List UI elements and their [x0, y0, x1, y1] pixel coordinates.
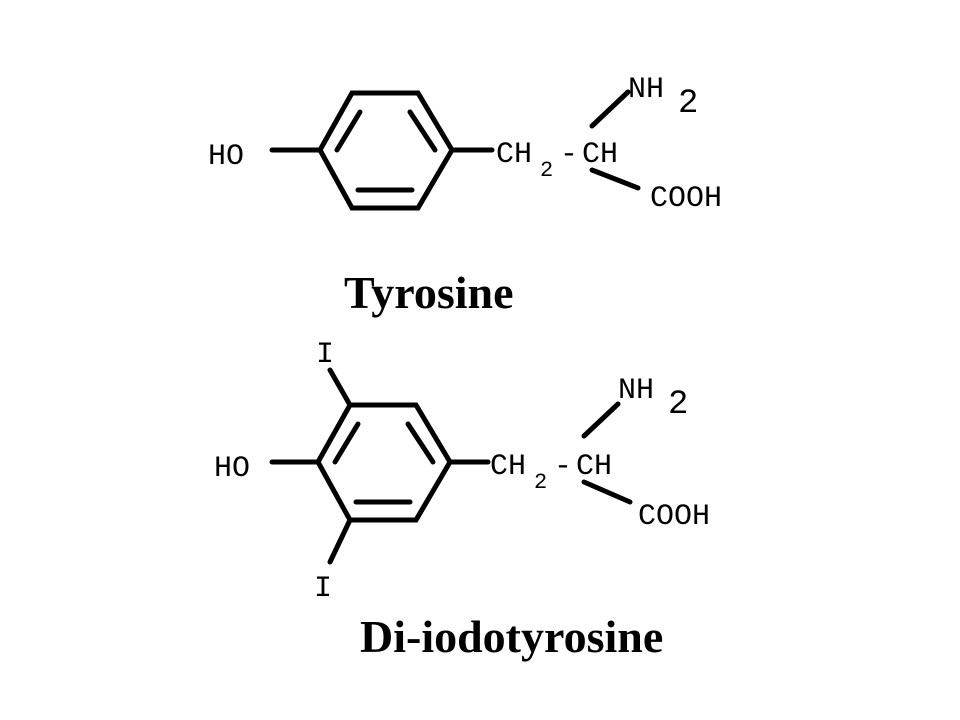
diiodotyrosine-iodine-bottom-label: I — [314, 572, 332, 606]
diiodotyrosine-nh2-label: NH — [618, 374, 654, 408]
tyrosine-nh2-subscript: 2 — [678, 85, 698, 123]
diiodotyrosine-structure: I HO I CH 2 - CH NH 2 COOH — [214, 338, 710, 606]
tyrosine-dash: - — [560, 138, 578, 172]
diiodotyrosine-ring-double-bond — [332, 421, 361, 465]
tyrosine-cooh-bond — [589, 167, 641, 191]
tyrosine-ho-label: HO — [208, 140, 244, 174]
tyrosine-cooh-label: COOH — [650, 182, 722, 216]
tyrosine-structure: HO CH 2 - CH NH 2 COOH — [208, 73, 722, 216]
tyrosine-ring-double-bond — [334, 109, 363, 153]
diiodotyrosine-ch2-label: CH — [490, 450, 526, 484]
diiodotyrosine-ho-label: HO — [214, 452, 250, 486]
diiodotyrosine-title: Di-iodotyrosine — [360, 611, 663, 662]
tyrosine-title: Tyrosine — [344, 267, 514, 318]
diiodotyrosine-nh2-bond — [581, 401, 621, 439]
diiodotyrosine-ring-double-bond — [405, 421, 436, 465]
tyrosine-nh2-bond — [589, 89, 631, 129]
diiodotyrosine-cooh-label: COOH — [638, 500, 710, 534]
tyrosine-ch2-subscript: 2 — [540, 158, 553, 183]
tyrosine-nh2-label: NH — [628, 73, 664, 107]
diiodotyrosine-dash: - — [554, 450, 572, 484]
diiodotyrosine-iodine-top-bond — [327, 367, 353, 408]
diiodotyrosine-iodine-bottom-bond — [327, 517, 353, 565]
tyrosine-ch-label: CH — [582, 138, 618, 172]
diiodotyrosine-iodine-top-label: I — [316, 338, 334, 372]
tyrosine-ch2-label: CH — [496, 138, 532, 172]
diiodotyrosine-ch-label: CH — [576, 450, 612, 484]
diiodotyrosine-nh2-subscript: 2 — [668, 386, 688, 424]
diiodotyrosine-cooh-bond — [581, 479, 633, 505]
diiodotyrosine-ch2-subscript: 2 — [534, 470, 547, 495]
tyrosine-ring-double-bond — [407, 109, 438, 153]
